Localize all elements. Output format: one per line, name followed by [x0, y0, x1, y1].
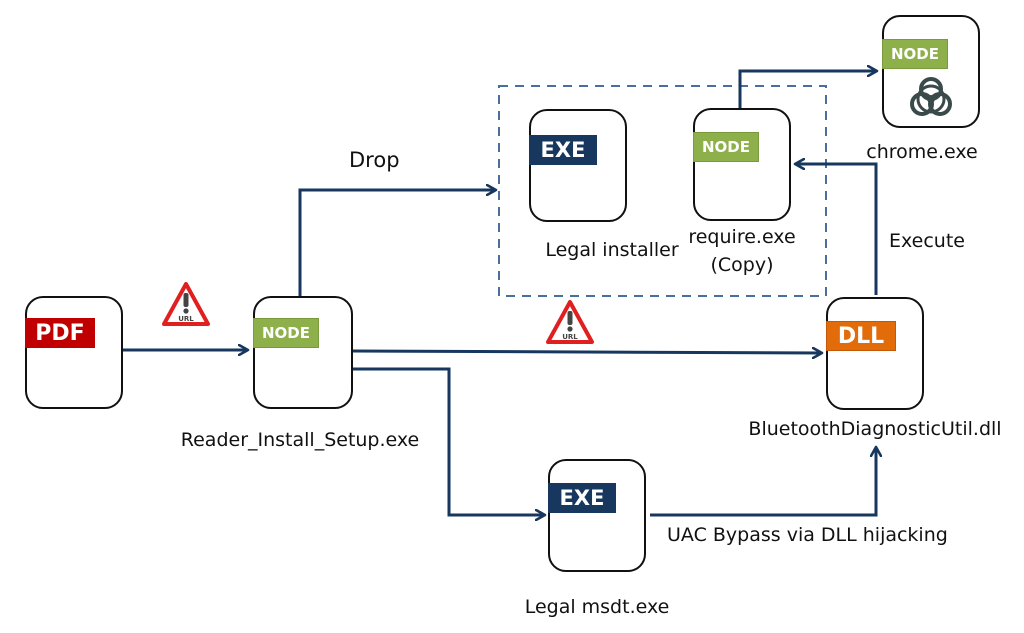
require-exe-label: require.exe	[688, 226, 796, 248]
svg-text:URL: URL	[562, 333, 578, 341]
edge-reader-drop	[298, 190, 496, 296]
node-tag: NODE	[882, 39, 948, 69]
edge-reader-to-dll	[351, 351, 822, 353]
url-warning-icon: URL	[162, 282, 210, 326]
reader-install-setup-label: Reader_Install_Setup.exe	[180, 429, 420, 451]
edge-require-to-chrome	[738, 71, 877, 108]
dll-tag: DLL	[826, 321, 896, 351]
bluetooth-dll-node[interactable]: DLL	[826, 297, 924, 410]
bluetooth-dll-label: BluetoothDiagnosticUtil.dll	[748, 418, 1002, 440]
pdf-tag: PDF	[25, 318, 95, 348]
legal-msdt-label: Legal msdt.exe	[524, 596, 670, 618]
legal-installer-label: Legal installer	[545, 239, 679, 261]
execute-edge-label: Execute	[889, 230, 965, 252]
edge-dll-to-require	[795, 164, 878, 295]
drop-edge-label: Drop	[349, 148, 400, 172]
url-warning-icon: URL	[546, 300, 594, 344]
exe-tag: EXE	[529, 135, 597, 165]
chrome-exe-node[interactable]: NODE	[882, 15, 980, 128]
require-exe-sublabel: (Copy)	[710, 254, 774, 276]
chrome-exe-label: chrome.exe	[866, 141, 978, 163]
svg-text:URL: URL	[178, 315, 194, 323]
biohazard-icon	[910, 77, 952, 116]
dropped-files-group	[498, 85, 827, 297]
exe-tag: EXE	[548, 483, 616, 513]
edge-reader-to-msdt	[352, 367, 545, 515]
uac-bypass-edge-label: UAC Bypass via DLL hijacking	[667, 524, 948, 546]
legal-msdt-node[interactable]: EXE	[548, 459, 646, 572]
reader-install-setup-node[interactable]: NODE	[253, 296, 353, 409]
node-tag: NODE	[253, 318, 319, 348]
pdf-document-node[interactable]: PDF	[25, 296, 123, 409]
edge-msdt-to-dll	[650, 447, 876, 517]
legal-installer-node[interactable]: EXE	[529, 109, 627, 222]
node-tag: NODE	[693, 132, 759, 162]
require-exe-node[interactable]: NODE	[693, 108, 791, 221]
